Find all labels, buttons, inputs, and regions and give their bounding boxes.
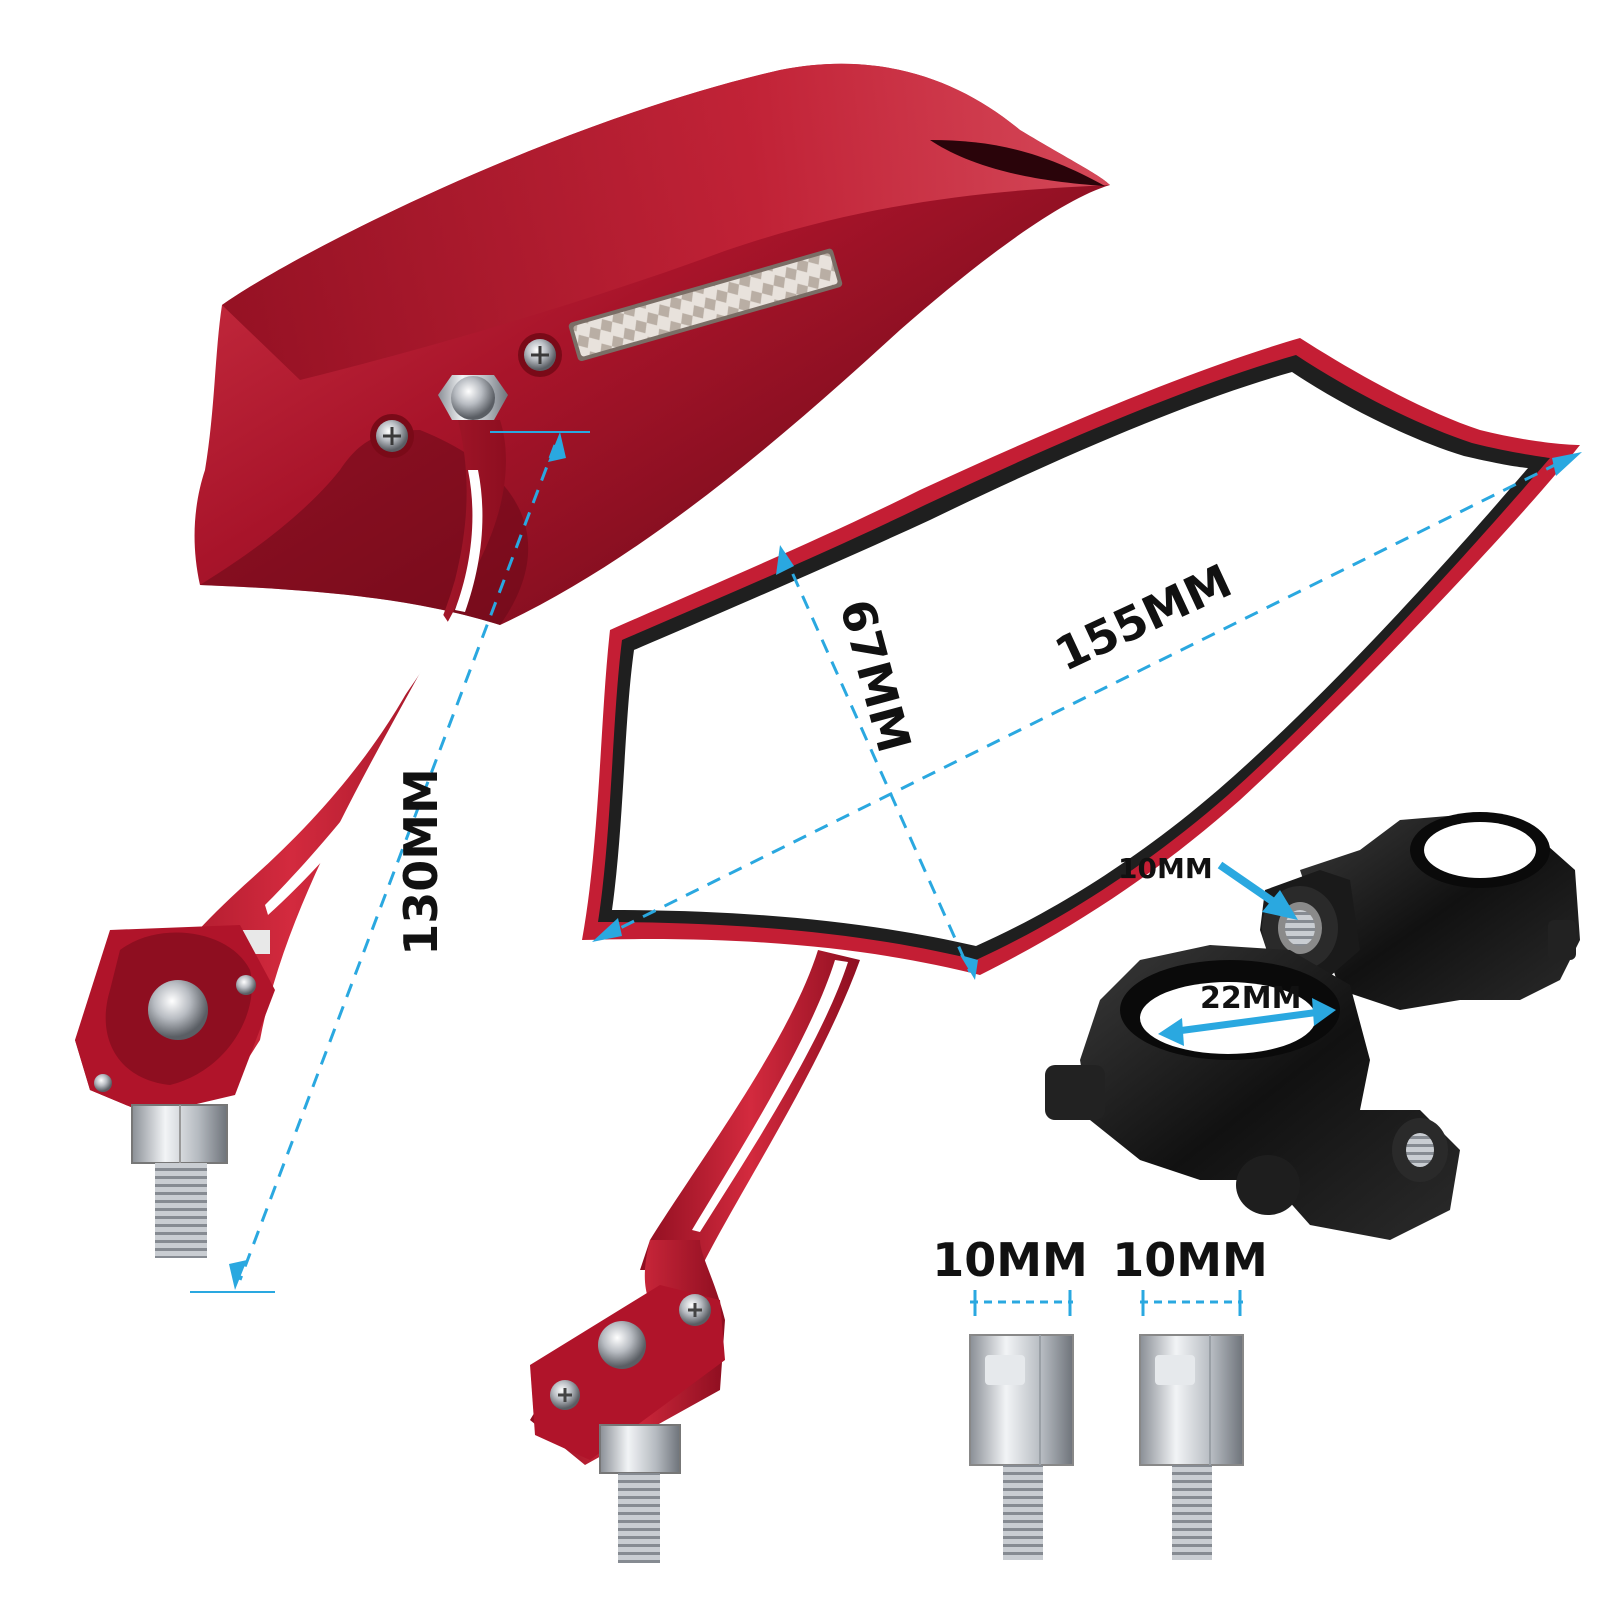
mirror-glass-front — [582, 338, 1580, 975]
screw-icon — [518, 333, 562, 377]
screw-icon — [236, 975, 256, 995]
adapter-right-label: 10MM — [1112, 1233, 1268, 1287]
screw-icon — [550, 1380, 580, 1410]
clamp-screw-icon — [1236, 1155, 1300, 1215]
bolt-thread-icon — [618, 1473, 660, 1563]
dimension-clamp-bore: 22MM — [1158, 981, 1336, 1046]
clamp-screw-icon — [1548, 920, 1576, 960]
ball-joint-icon — [598, 1321, 646, 1369]
screw-icon — [94, 1074, 112, 1092]
clamp-thread-label: 10MM — [1118, 852, 1213, 885]
bolt-thread-icon — [1172, 1465, 1212, 1560]
thread-adapter: 10MM — [1112, 1233, 1268, 1560]
shell-lower-shadow — [200, 430, 529, 625]
dimension-arm-length: 130MM — [190, 431, 590, 1293]
screw-icon — [679, 1294, 711, 1326]
mirror-back-shell — [194, 63, 1111, 626]
ball-joint-icon — [148, 980, 208, 1040]
thread-adapter: 10MM — [932, 1233, 1088, 1560]
dimension-clamp-thread: 10MM — [1118, 852, 1298, 920]
clamp-bore-label: 22MM — [1200, 981, 1301, 1016]
reflector-strip — [568, 248, 843, 362]
shell-top-face — [222, 63, 1110, 380]
bolt-thread-icon — [1003, 1465, 1043, 1560]
nut-icon — [599, 1424, 681, 1474]
mirror-arm — [530, 950, 860, 1563]
clamp-screw-icon — [1045, 1065, 1105, 1120]
mirror-glass — [612, 372, 1528, 946]
mirror-arm — [75, 420, 506, 1258]
bolt-thread-icon — [155, 1163, 207, 1258]
screw-icon — [370, 414, 414, 458]
arm-length-label: 130MM — [394, 768, 448, 956]
shell-tip-inner — [930, 140, 1105, 186]
ball-joint-icon — [438, 375, 508, 420]
adapter-left-label: 10MM — [932, 1233, 1088, 1287]
